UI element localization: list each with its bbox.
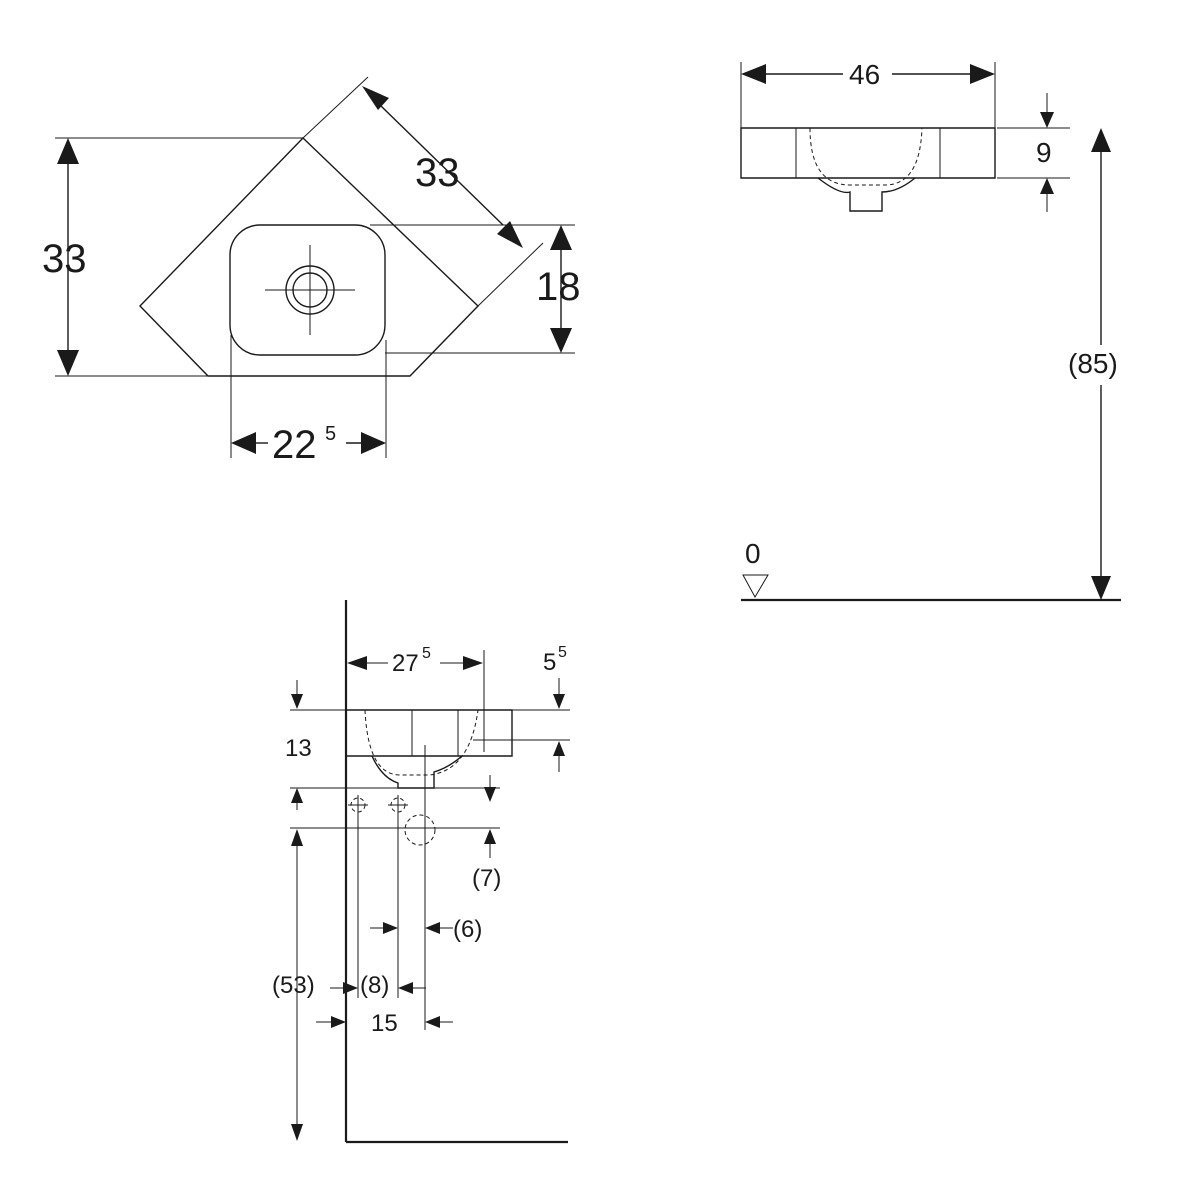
height-33-label: 33 <box>42 237 87 281</box>
supply-left-icon <box>348 795 368 815</box>
dim-15-label: 15 <box>371 1010 398 1037</box>
projection-label: 27 <box>392 650 419 677</box>
basin-side-outline <box>346 709 513 757</box>
floor-level-marker <box>742 574 769 599</box>
basin-outline <box>139 137 479 377</box>
top-view: 33 33 18 22 5 <box>42 76 581 467</box>
width-46-label: 46 <box>849 59 880 90</box>
tap-offset-superscript: 5 <box>558 644 567 661</box>
tap-offset-label: 5 <box>543 649 556 676</box>
drain-icon <box>265 245 355 335</box>
floor-level-0-label: 0 <box>745 538 761 569</box>
dim-6-label: (6) <box>453 916 482 943</box>
rim-height-9-label: 9 <box>1036 137 1052 168</box>
front-view: 46 9 (85) 0 <box>740 59 1121 602</box>
bowl-outline <box>229 224 386 356</box>
mount-height-85-label: (85) <box>1068 348 1118 379</box>
dim-8-label: (8) <box>360 972 389 999</box>
side-view: 27 5 5 5 13 (7) (53) <box>272 600 570 1144</box>
bowl-width-superscript: 5 <box>325 423 336 445</box>
bowl-width-label: 22 <box>272 423 317 467</box>
bowl-depth-18-label: 18 <box>536 265 581 309</box>
projection-superscript: 5 <box>422 645 431 662</box>
basin-front-outline <box>740 127 996 179</box>
waste-height-7-label: (7) <box>472 865 501 892</box>
supply-right-icon <box>388 795 408 815</box>
bowl-height-13-label: 13 <box>285 735 312 762</box>
diagonal-33-label: 33 <box>415 151 460 195</box>
dim-53-label: (53) <box>272 972 315 999</box>
